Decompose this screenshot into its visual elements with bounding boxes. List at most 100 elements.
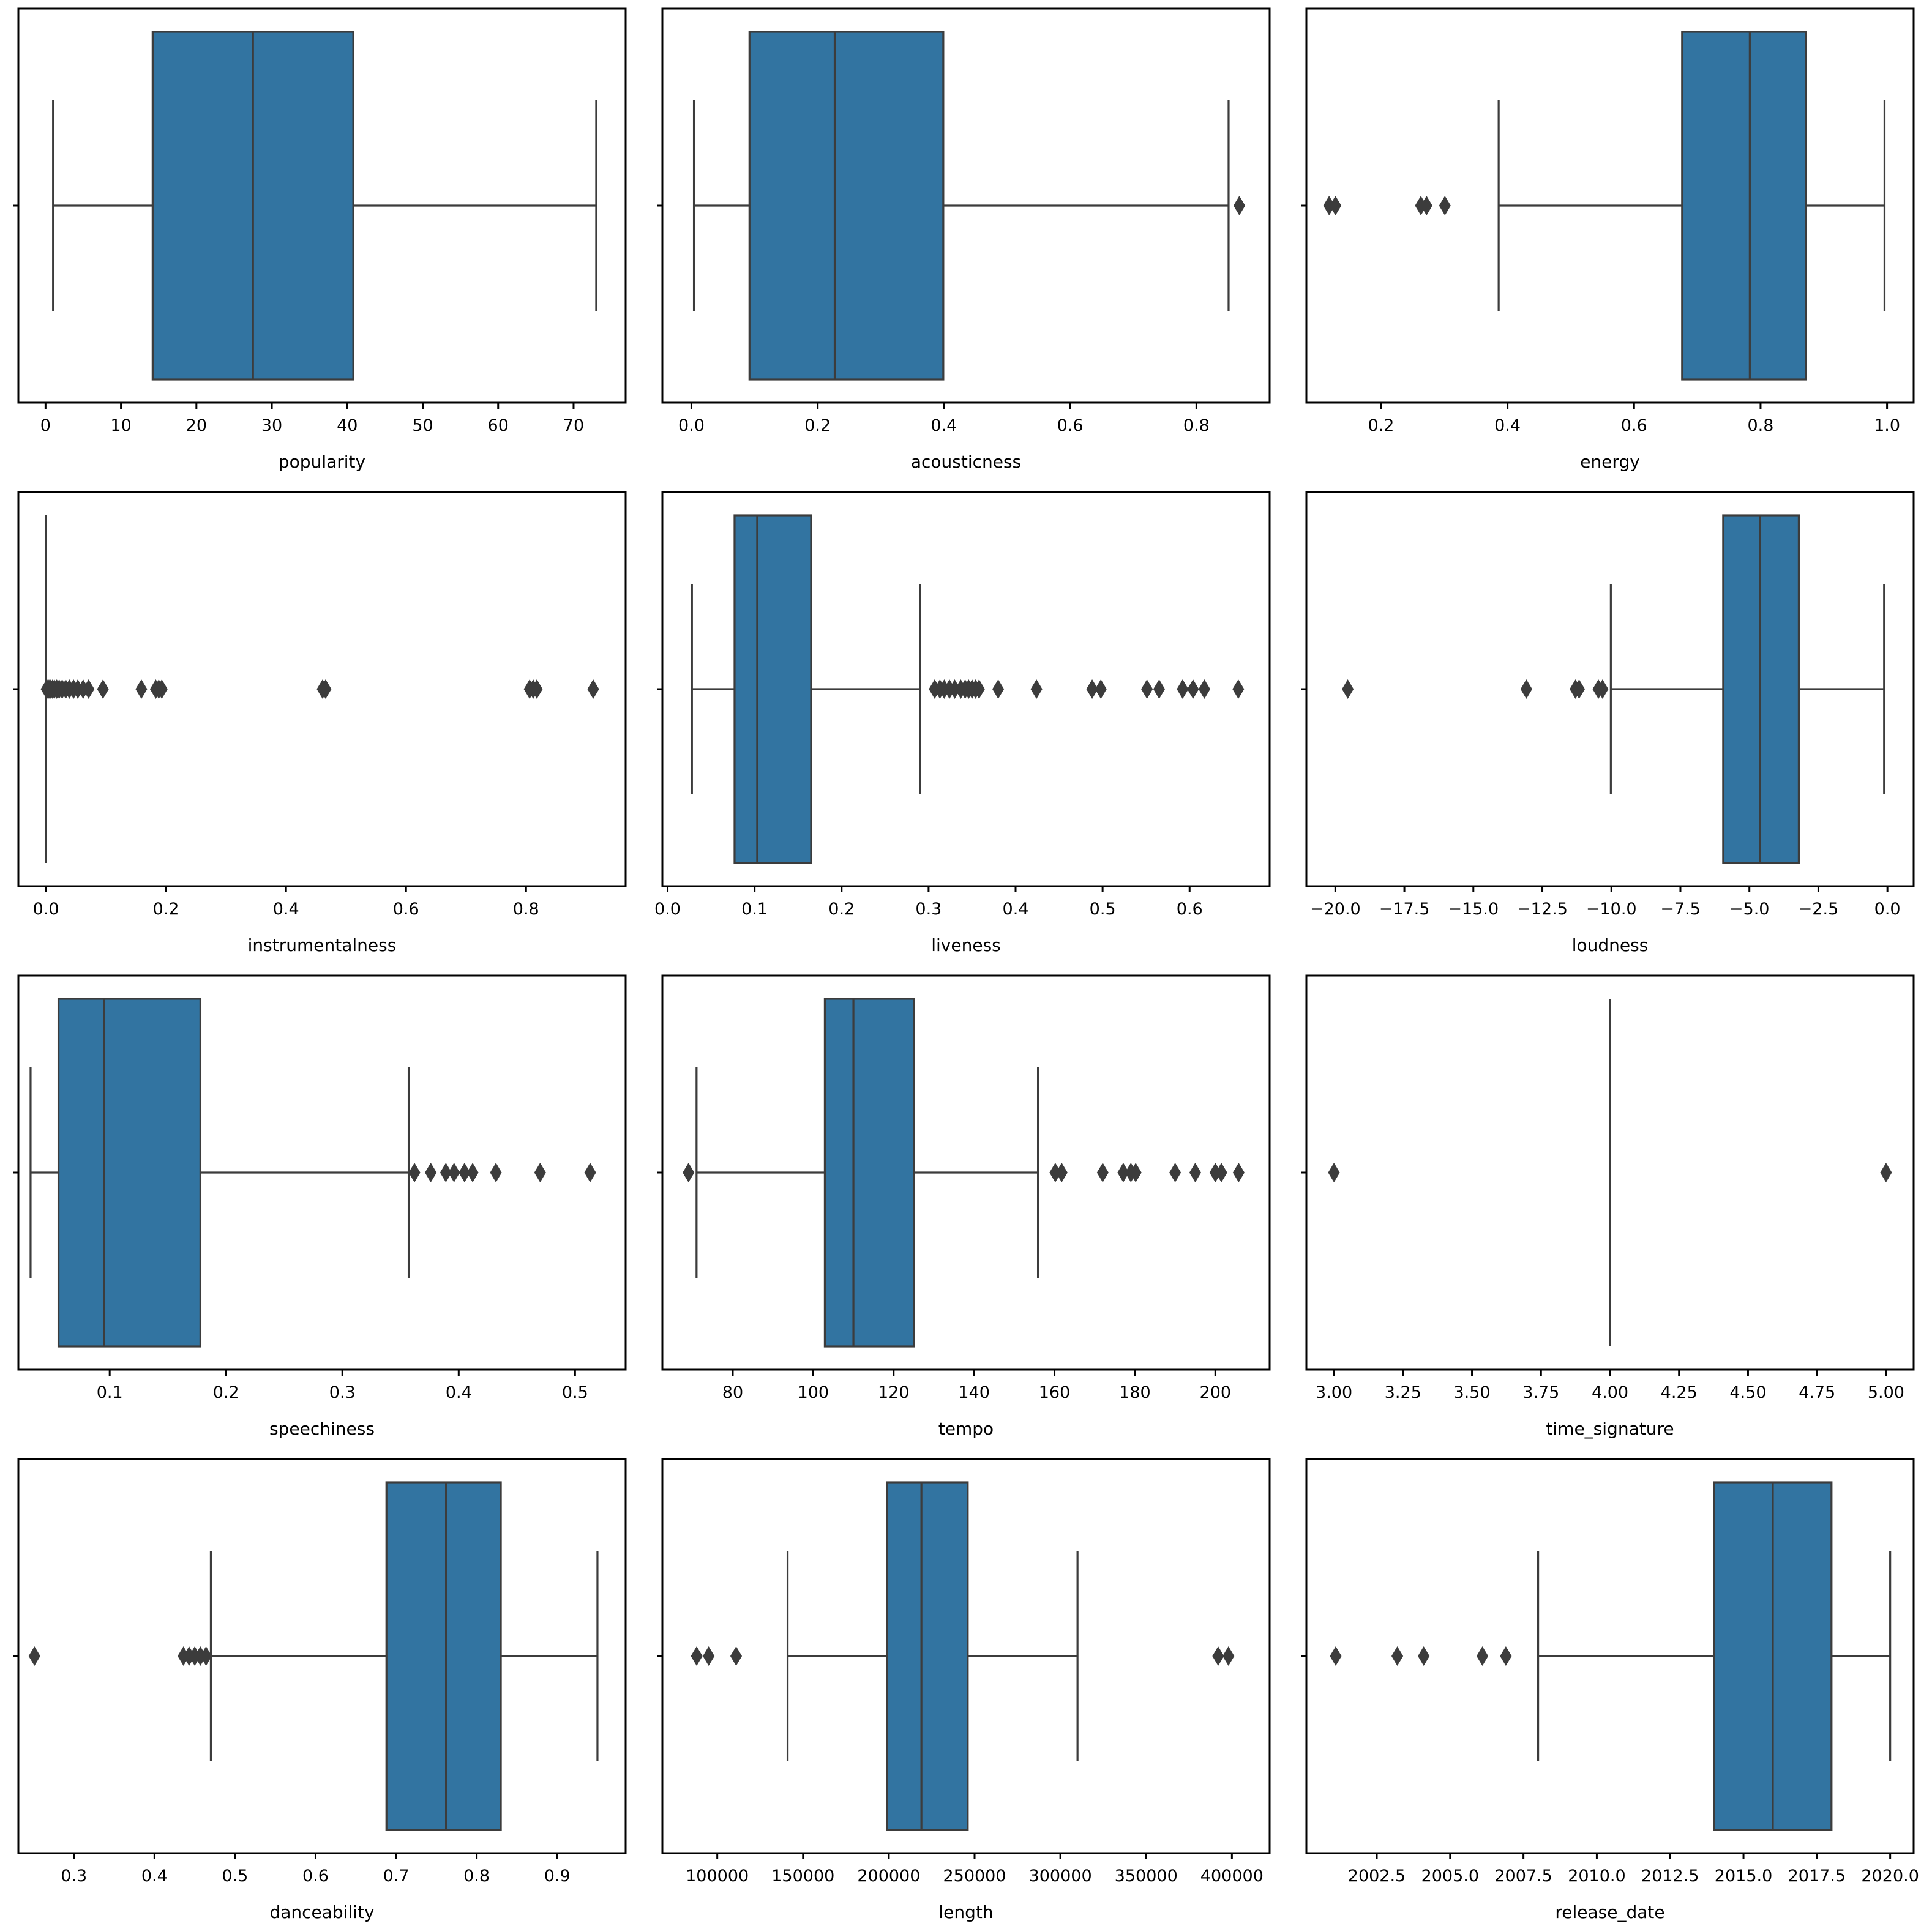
x-axis-label: instrumentalness — [248, 935, 397, 955]
x-tick-label: 0.2 — [804, 416, 831, 435]
x-tick-label: 0.6 — [393, 900, 419, 919]
x-tick-label: 2005.0 — [1421, 1867, 1479, 1886]
x-tick-label: 20 — [186, 416, 207, 435]
x-tick-label: 4.50 — [1729, 1383, 1766, 1402]
x-tick-label: 2010.0 — [1568, 1867, 1625, 1886]
x-tick-label: 3.50 — [1453, 1383, 1490, 1402]
x-tick-label: 100000 — [686, 1867, 749, 1886]
x-tick-label: 300000 — [1029, 1867, 1092, 1886]
x-tick-label: 0.7 — [383, 1867, 410, 1886]
outlier-marker — [584, 1163, 596, 1182]
x-tick-label: 0.6 — [1057, 416, 1084, 435]
box — [385, 1481, 502, 1831]
outlier-marker — [1233, 196, 1246, 215]
x-tick-label: 1.0 — [1874, 416, 1900, 435]
x-tick-label: 0.5 — [222, 1867, 248, 1886]
outlier-marker — [28, 1646, 40, 1666]
x-axis-label: liveness — [931, 935, 1001, 955]
x-tick-label: 30 — [261, 416, 282, 435]
x-tick-label: 3.25 — [1385, 1383, 1421, 1402]
outlier-group — [1233, 196, 1246, 215]
box — [748, 31, 945, 381]
outlier-marker — [587, 679, 599, 699]
x-tick-label: 0.5 — [562, 1383, 588, 1402]
x-tick-label: 2015.0 — [1715, 1867, 1772, 1886]
outlier-marker — [1391, 1646, 1404, 1666]
x-tick-label: 2017.5 — [1788, 1867, 1846, 1886]
x-tick-label: 0.4 — [446, 1383, 472, 1402]
outlier-marker — [1189, 1163, 1202, 1182]
x-axis-label: release_date — [1555, 1902, 1664, 1922]
outlier-marker — [1055, 1163, 1068, 1182]
outlier-marker — [1476, 1646, 1489, 1666]
outlier-marker — [1212, 1646, 1224, 1666]
x-tick-label: 250000 — [943, 1867, 1006, 1886]
x-tick-label: 4.75 — [1799, 1383, 1835, 1402]
x-tick-label: 0.4 — [1494, 416, 1521, 435]
outlier-marker — [1232, 1163, 1245, 1182]
x-tick-label: −15.0 — [1448, 900, 1499, 919]
outlier-marker — [1520, 679, 1532, 699]
outlier-marker — [135, 679, 148, 699]
outlier-marker — [466, 1163, 479, 1182]
outlier-marker — [1573, 679, 1586, 699]
outlier-marker — [83, 679, 95, 699]
x-tick-label: 2020.0 — [1861, 1867, 1919, 1886]
outlier-marker — [1187, 679, 1199, 699]
x-tick-label: 0.2 — [828, 900, 855, 919]
box — [1681, 31, 1807, 381]
x-axis-label: acousticness — [911, 452, 1021, 472]
outlier-marker — [1420, 196, 1432, 215]
x-tick-label: 0.3 — [915, 900, 942, 919]
x-tick-label: 0.1 — [97, 1383, 123, 1402]
outlier-marker — [1141, 679, 1153, 699]
x-tick-label: −5.0 — [1729, 900, 1770, 919]
outlier-group — [408, 1163, 596, 1182]
outlier-marker — [1198, 679, 1210, 699]
outlier-marker — [1222, 1646, 1235, 1666]
x-tick-label: 0.4 — [273, 900, 299, 919]
outlier-marker — [97, 679, 109, 699]
outlier-group — [683, 1163, 1245, 1182]
x-tick-label: 180 — [1119, 1383, 1151, 1402]
outlier-marker — [200, 1646, 212, 1666]
outlier-marker — [408, 1163, 421, 1182]
box — [823, 998, 915, 1348]
box — [57, 998, 202, 1348]
x-tick-label: 70 — [563, 416, 584, 435]
outlier-marker — [1095, 679, 1107, 699]
x-tick-label: 2012.5 — [1641, 1867, 1699, 1886]
x-tick-label: 0.2 — [153, 900, 179, 919]
x-tick-label: 0.0 — [33, 900, 59, 919]
outlier-marker — [1342, 679, 1354, 699]
outlier-group — [1342, 679, 1609, 699]
outlier-marker — [1215, 1163, 1227, 1182]
x-tick-label: 0.5 — [1090, 900, 1116, 919]
outlier-marker — [1129, 1163, 1142, 1182]
box — [886, 1481, 969, 1831]
x-axis-label: popularity — [279, 452, 365, 472]
x-tick-label: 0.4 — [141, 1867, 168, 1886]
x-tick-label: −2.5 — [1799, 900, 1839, 919]
x-tick-label: 0.1 — [741, 900, 768, 919]
outlier-marker — [1096, 1163, 1109, 1182]
x-tick-label: 0.6 — [302, 1867, 329, 1886]
x-axis-label: loudness — [1572, 935, 1649, 955]
outlier-group — [1323, 196, 1451, 215]
outlier-marker — [992, 679, 1005, 699]
x-axis-label: energy — [1580, 452, 1640, 472]
outlier-marker — [448, 1163, 460, 1182]
outlier-marker — [730, 1646, 743, 1666]
outlier-marker — [155, 679, 168, 699]
x-tick-label: 40 — [337, 416, 358, 435]
outlier-marker — [973, 679, 985, 699]
outlier-group — [1330, 1646, 1512, 1666]
outlier-group — [40, 679, 599, 699]
outlier-marker — [1330, 1646, 1342, 1666]
